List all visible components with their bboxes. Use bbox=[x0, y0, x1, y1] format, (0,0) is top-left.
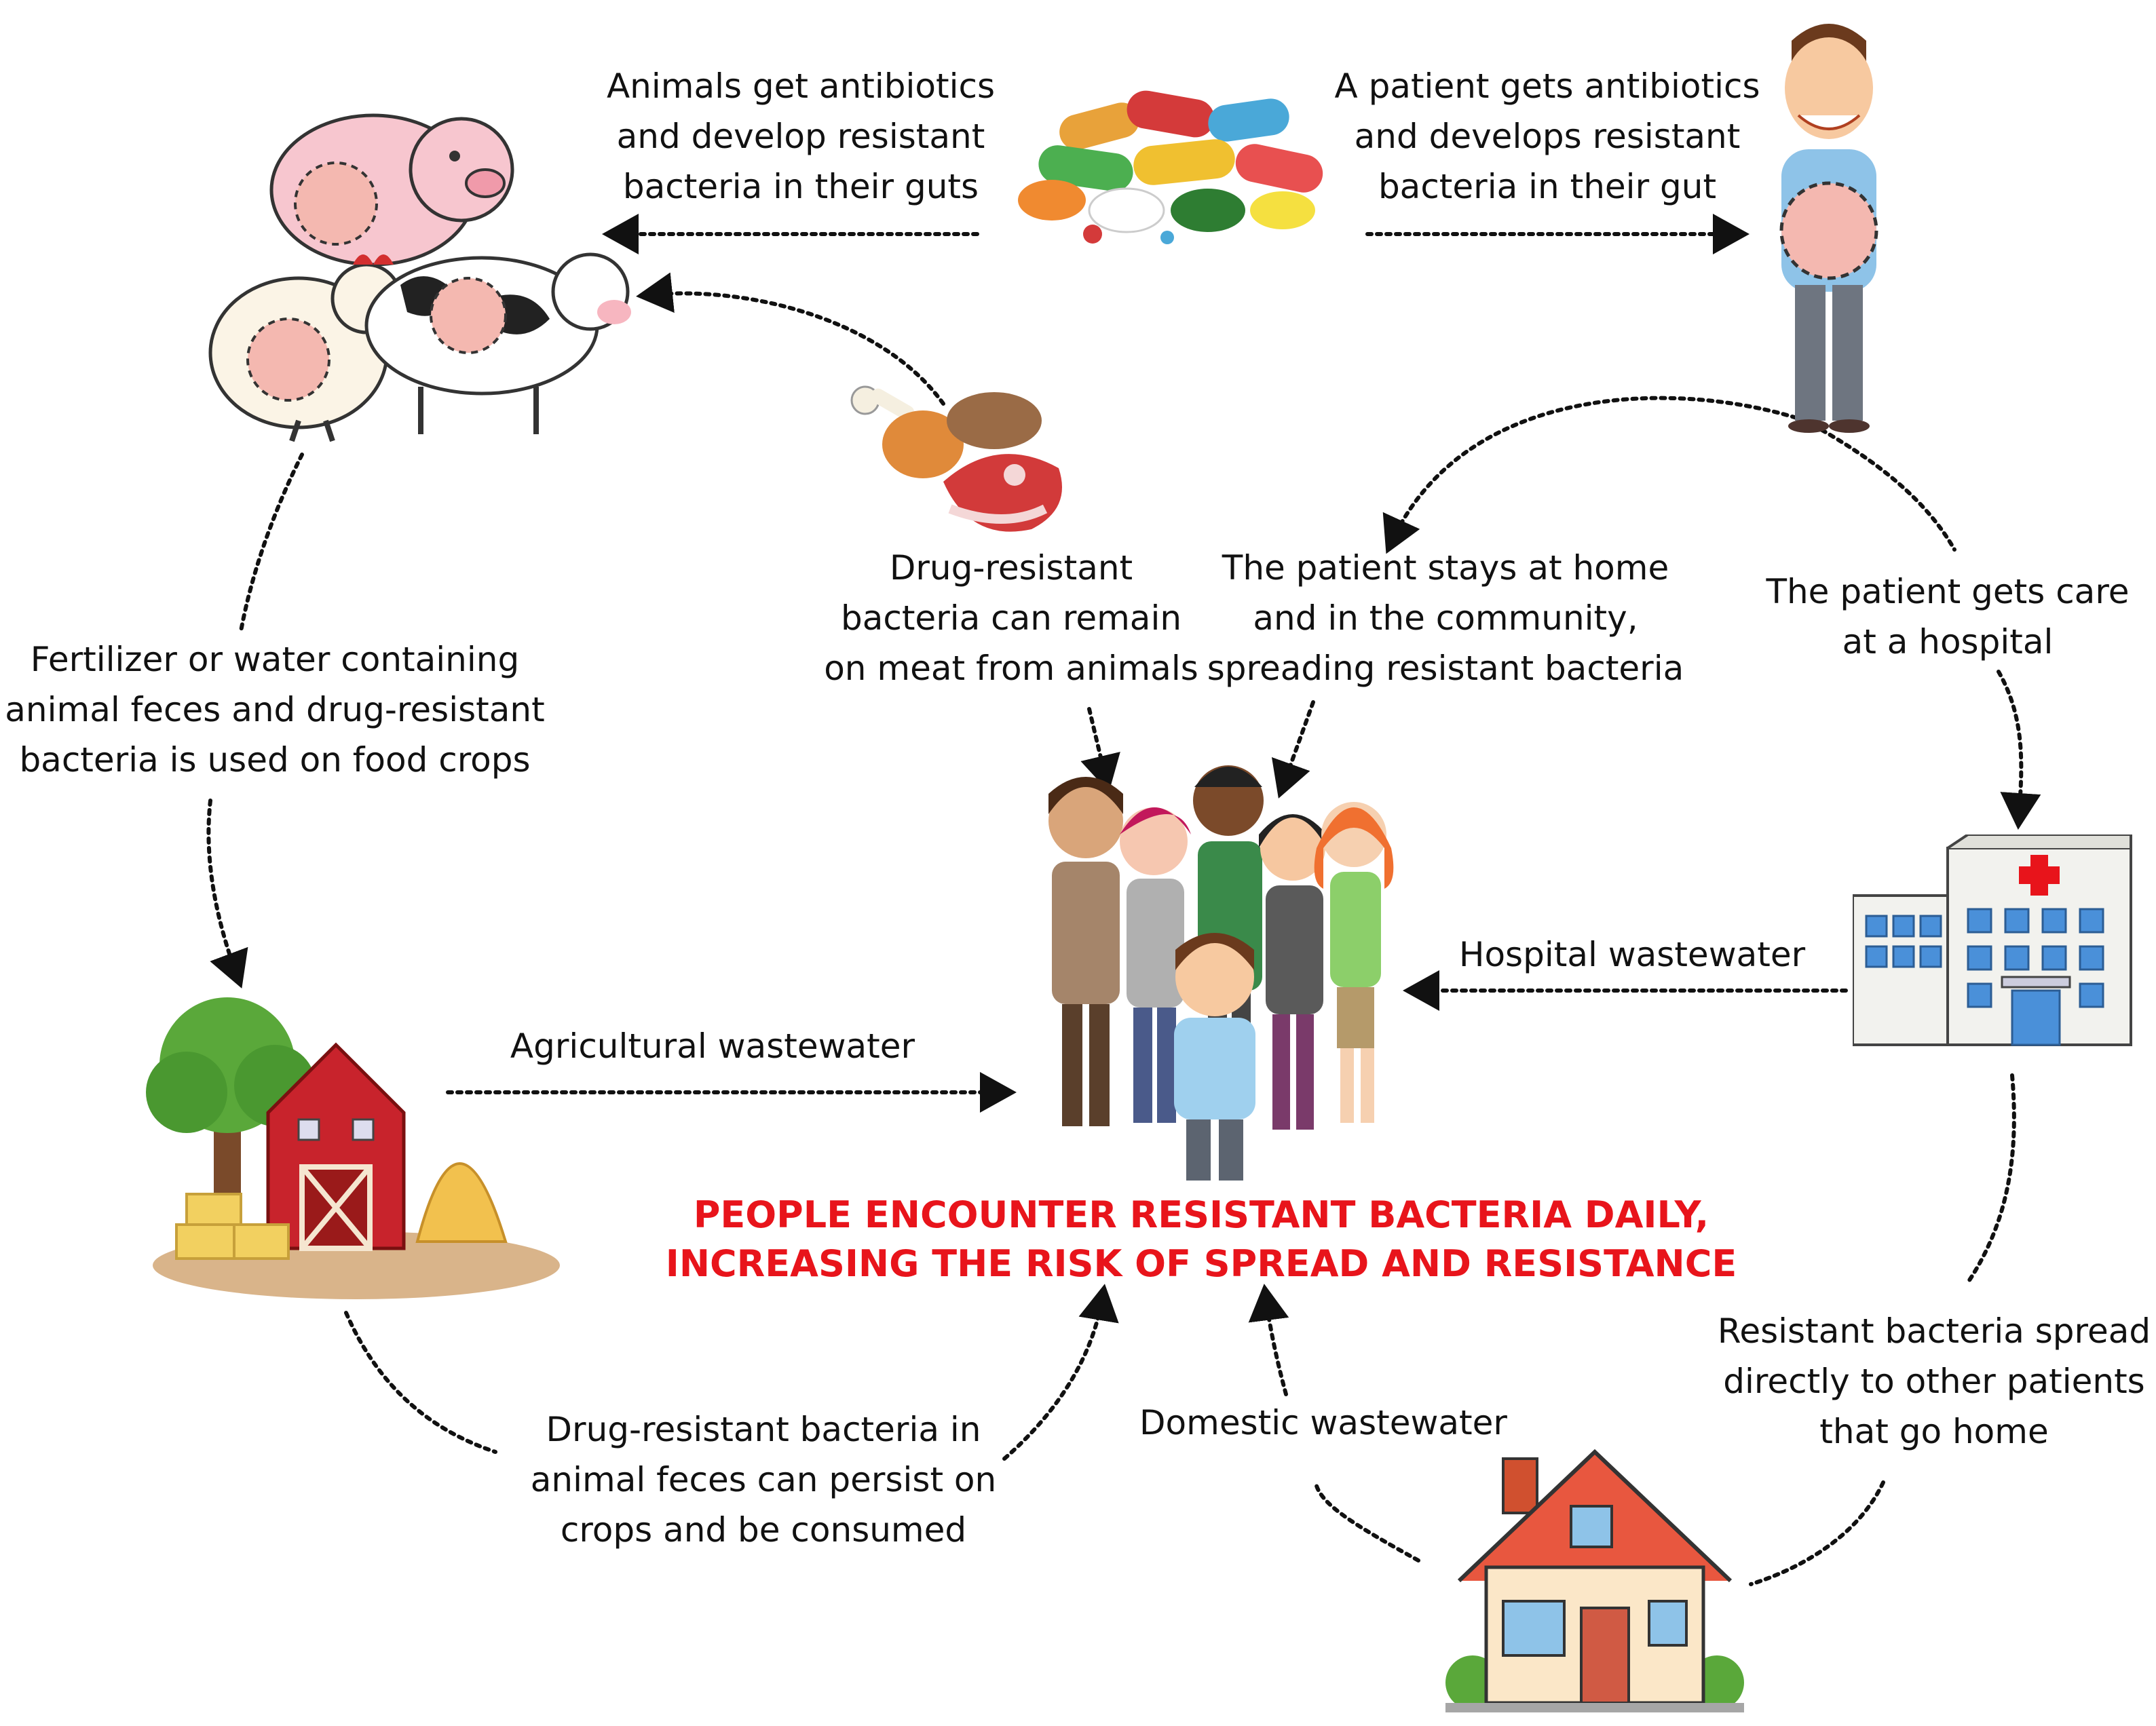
hospital-illustration bbox=[1853, 835, 2132, 1046]
label-animals-get-antibiotics: Animals get antibiotics and develop resi… bbox=[606, 66, 996, 206]
arrow-animals-down bbox=[239, 453, 304, 633]
label-meat: Drug-resistant bacteria can remain on me… bbox=[824, 548, 1198, 688]
patient-illustration bbox=[1779, 24, 1878, 433]
label-hospital-wastewater: Hospital wastewater bbox=[1458, 935, 1806, 974]
arrow-community-to-people bbox=[1271, 700, 1315, 799]
arrow-spread-to-house bbox=[1749, 1480, 1885, 1586]
arrow-patient-to-hospital-label bbox=[1803, 419, 1956, 552]
arrow-house-to-domestic bbox=[1315, 1484, 1420, 1562]
headline: PEOPLE ENCOUNTER RESISTANT BACTERIA DAIL… bbox=[665, 1193, 1737, 1285]
arrow-crops-to-people bbox=[1002, 1284, 1119, 1461]
label-crops: Drug-resistant bacteria in animal feces … bbox=[530, 1410, 997, 1550]
meat-illustration bbox=[850, 385, 1062, 532]
farm-illustration bbox=[146, 997, 560, 1299]
label-patient-gets-antibiotics: A patient gets antibiotics and develops … bbox=[1334, 66, 1760, 206]
arrow-domestic-to-people bbox=[1248, 1284, 1289, 1396]
arrow-hospital-down bbox=[1966, 1073, 2016, 1284]
antibiotic-pills-illustration bbox=[1018, 90, 1323, 244]
farm-animals-illustration bbox=[208, 113, 631, 442]
label-spread-patients: Resistant bacteria spread directly to ot… bbox=[1717, 1311, 2151, 1451]
arrow-patient-to-community bbox=[1382, 396, 1807, 554]
house-illustration bbox=[1445, 1449, 1744, 1712]
label-hospital-care: The patient gets care at a hospital bbox=[1766, 572, 2130, 661]
label-community: The patient stays at home and in the com… bbox=[1207, 548, 1684, 688]
arrow-meat-to-people bbox=[1080, 707, 1120, 792]
arrow-fertilizer-to-farm bbox=[206, 799, 248, 989]
label-agricultural-wastewater: Agricultural wastewater bbox=[510, 1027, 915, 1066]
arrow-farm-to-crops-label bbox=[344, 1311, 497, 1454]
people-group-illustration bbox=[1048, 765, 1394, 1181]
arrow-meat-to-animals bbox=[636, 272, 945, 406]
arrow-hospital-label-to-hospital bbox=[1997, 670, 2041, 830]
label-fertilizer: Fertilizer or water containing animal fe… bbox=[5, 640, 545, 780]
label-domestic-wastewater: Domestic wastewater bbox=[1139, 1403, 1507, 1442]
